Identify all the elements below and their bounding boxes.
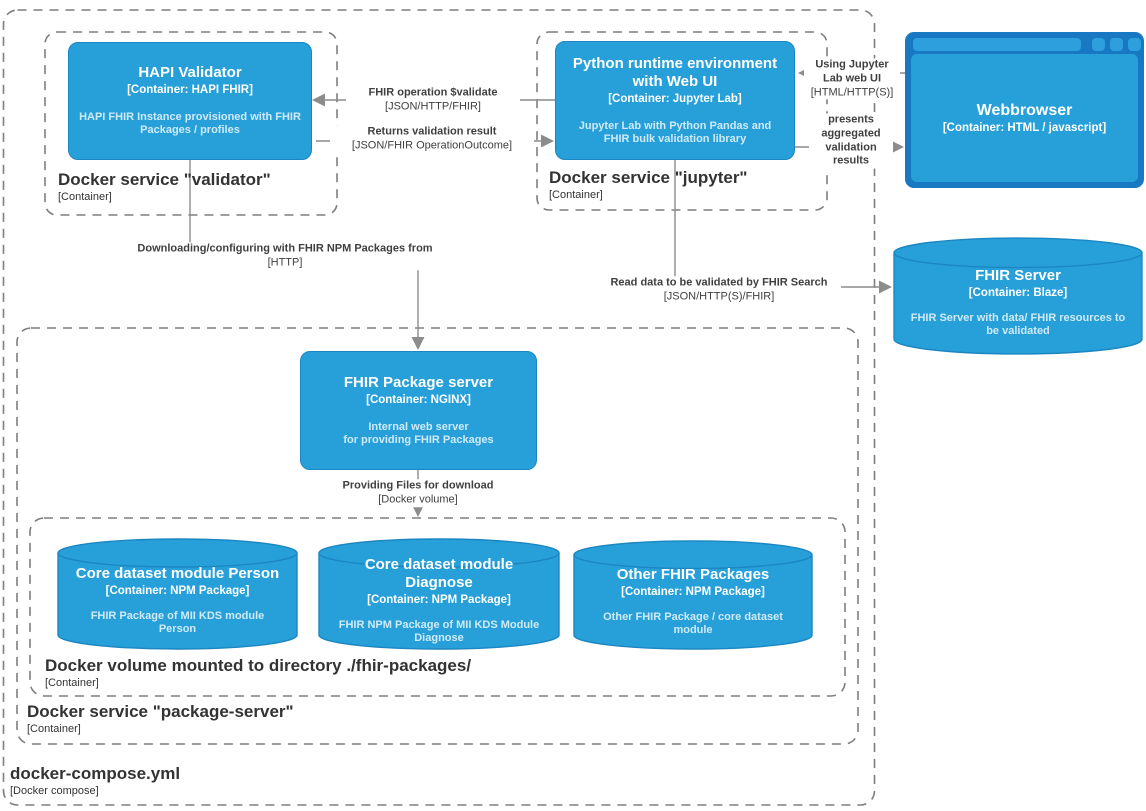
edge-label-presents: presents aggregated validation results [809, 113, 893, 169]
browser-window-button-icon [1092, 38, 1105, 51]
node-tech: [Container: Jupyter Lab] [608, 92, 742, 105]
group-validator-border [44, 31, 338, 216]
arrowhead-down-icon [411, 504, 425, 517]
group-subtitle: [Container] [549, 189, 603, 202]
node-title: Core dataset module Diagnose [364, 556, 514, 592]
node-description: Jupyter Lab with Python Pandas and FHIR … [578, 119, 772, 145]
database-cylinder-icon [893, 237, 1143, 355]
group-title: Docker service "jupyter" [549, 168, 748, 187]
edge-label-providing: Providing Files for download [Docker vol… [326, 479, 510, 507]
node-fhir-package-server: FHIR Package server [Container: NGINX] I… [300, 351, 537, 470]
group-title: docker-compose.yml [10, 764, 181, 783]
group-title: Docker service "package-server" [27, 702, 294, 721]
group-label-volume: Docker volume mounted to directory ./fhi… [45, 656, 471, 691]
browser-content-panel: Webbrowser [Container: HTML / javascript… [911, 54, 1138, 182]
node-title: Core dataset module Person [75, 565, 280, 583]
node-tech: [Container: NPM Package] [367, 594, 511, 607]
node-tech: [Container: NPM Package] [105, 585, 250, 598]
node-other-fhir-packages: Other FHIR Packages [Container: NPM Pack… [573, 540, 813, 650]
node-tech: [Container: HAPI FHIR] [127, 84, 253, 97]
node-description: Other FHIR Package / core dataset module [603, 611, 783, 637]
node-title: Python runtime environment with Web UI [572, 54, 778, 90]
edge-download-packages [189, 160, 425, 350]
group-title: Docker volume mounted to directory ./fhi… [45, 656, 472, 675]
group-label-validator: Docker service "validator" [Container] [58, 170, 271, 205]
group-docker-compose-border [2, 9, 876, 806]
browser-window-button-icon [1110, 38, 1123, 51]
node-title: FHIR Server [975, 267, 1061, 285]
node-description: FHIR NPM Package of MII KDS Module Diagn… [338, 619, 540, 645]
group-subtitle: [Container] [45, 677, 99, 690]
node-title: HAPI Validator [138, 64, 242, 82]
browser-address-bar [913, 38, 1081, 51]
node-description: FHIR Server with data/ FHIR resources to… [910, 312, 1126, 338]
node-title: Webbrowser [976, 101, 1073, 119]
arrowhead-left-icon [312, 93, 325, 107]
node-tech: [Container: Blaze] [968, 287, 1068, 300]
node-description: Internal web server for providing FHIR P… [343, 420, 494, 446]
browser-window-button-icon [1128, 38, 1141, 51]
edge-label-result: Returns validation result [JSON/FHIR Ope… [330, 125, 534, 153]
edge-label-validate: FHIR operation $validate [JSON/HTTP/FHIR… [346, 86, 520, 114]
edge-label-read: Read data to be validated by FHIR Search… [597, 276, 841, 304]
node-description: FHIR Package of MII KDS module Person [90, 610, 265, 636]
database-cylinder-icon [57, 538, 298, 650]
node-title: Other FHIR Packages [616, 566, 770, 584]
arrowhead-right-icon [879, 280, 892, 294]
group-subtitle: [Container] [58, 191, 112, 204]
group-package-server-border [16, 327, 859, 745]
node-webbrowser: Webbrowser [Container: HTML / javascript… [905, 32, 1144, 188]
node-tech: [Container: NGINX] [366, 393, 471, 406]
node-title: FHIR Package server [343, 373, 494, 391]
node-python-runtime: Python runtime environment with Web UI [… [555, 41, 795, 160]
node-core-dataset-person: Core dataset module Person [Container: N… [57, 538, 298, 650]
edge-label-using-webui: Using Jupyter Lab web UI [HTML/HTTP(S)] [804, 58, 900, 100]
group-volume-border [29, 517, 846, 697]
group-label-jupyter: Docker service "jupyter" [Container] [549, 168, 748, 203]
group-subtitle: [Container] [27, 723, 81, 736]
node-tech: [Container: HTML / javascript] [942, 121, 1107, 134]
arrowhead-right-icon [541, 134, 554, 148]
database-cylinder-icon [318, 538, 560, 650]
node-hapi-validator: HAPI Validator [Container: HAPI FHIR] HA… [68, 42, 312, 160]
arrowhead-down-icon [411, 337, 425, 350]
group-title: Docker service "validator" [58, 170, 271, 189]
node-tech: [Container: NPM Package] [621, 586, 765, 599]
edge-providing-files [411, 470, 425, 517]
group-label-docker-compose: docker-compose.yml [Docker compose] [10, 764, 180, 799]
node-description: HAPI FHIR Instance provisioned with FHIR… [79, 111, 301, 137]
node-fhir-server: FHIR Server [Container: Blaze] FHIR Serv… [893, 237, 1143, 355]
arrowhead-right-icon [891, 140, 904, 154]
database-cylinder-icon [573, 540, 813, 650]
edge-label-download: Downloading/configuring with FHIR NPM Pa… [118, 242, 452, 270]
group-label-package-server: Docker service "package-server" [Contain… [27, 702, 294, 737]
node-core-dataset-diagnose: Core dataset module Diagnose [Container:… [318, 538, 560, 650]
group-subtitle: [Docker compose] [10, 785, 99, 798]
group-jupyter-border [536, 31, 828, 211]
